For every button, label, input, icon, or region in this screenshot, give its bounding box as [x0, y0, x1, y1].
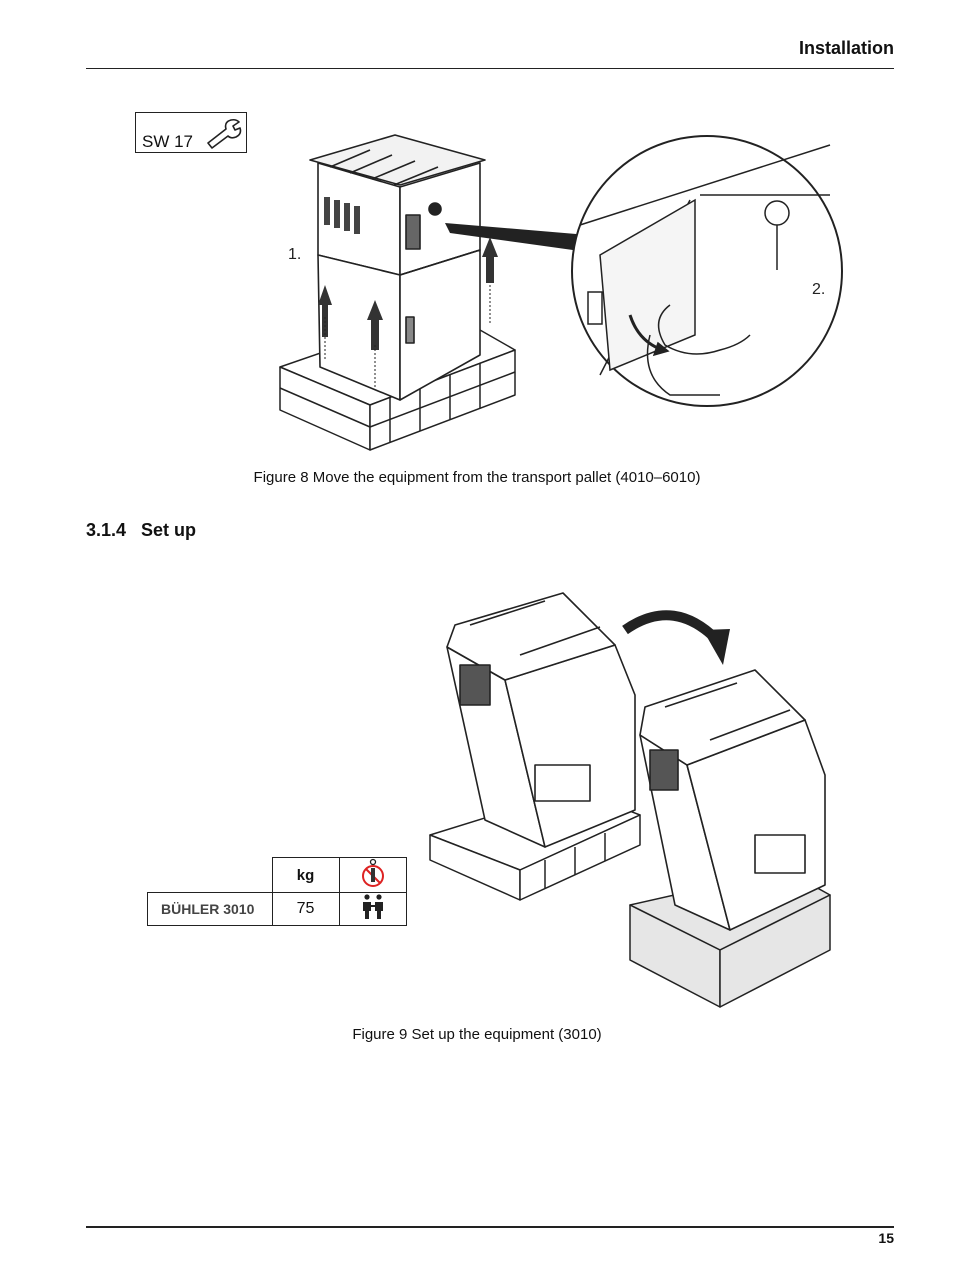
two-person-lift-icon — [362, 894, 383, 919]
section-heading: 3.1.4 Set up — [86, 520, 197, 540]
zoom-detail — [579, 144, 831, 396]
move-arrow — [622, 610, 724, 647]
table-row: BÜHLER 3010 75 — [147, 892, 407, 926]
step1-label: 1. — [288, 246, 301, 263]
figure9-caption: Figure 9 Set up the equipment (3010) — [352, 1026, 602, 1043]
model-name: BÜHLER 3010 — [147, 892, 273, 926]
wrench-size-label: SW 17 — [142, 132, 194, 151]
model-weight: 75 — [271, 892, 340, 926]
header-rule — [86, 68, 894, 69]
no-single-person-lift-icon — [361, 858, 384, 887]
lift-arrows — [318, 237, 498, 350]
header-section-title: Installation — [798, 38, 894, 58]
right-analyzer-unit — [639, 669, 826, 931]
weight-unit-header: kg — [271, 857, 340, 893]
weight-table: kg BÜHLER 3010 75 — [147, 857, 407, 926]
figure9-illustration — [429, 592, 831, 1008]
no-single-person-lift-cell — [338, 857, 407, 893]
table-row: kg — [147, 857, 407, 893]
two-person-lift-cell — [338, 892, 407, 926]
equipment-cabinet — [309, 134, 486, 401]
wrench-icon — [207, 118, 242, 149]
screw-markers — [324, 285, 491, 390]
left-analyzer-unit — [446, 592, 636, 848]
step2-label: 2. — [812, 281, 825, 298]
figure8-illustration: 1. 2. — [279, 134, 843, 451]
wrench-size-box: SW 17 — [135, 112, 247, 153]
footer-rule — [86, 1226, 894, 1228]
page-number: 15 — [878, 1230, 894, 1246]
figure8-caption: Figure 8 Move the equipment from the tra… — [253, 469, 701, 486]
